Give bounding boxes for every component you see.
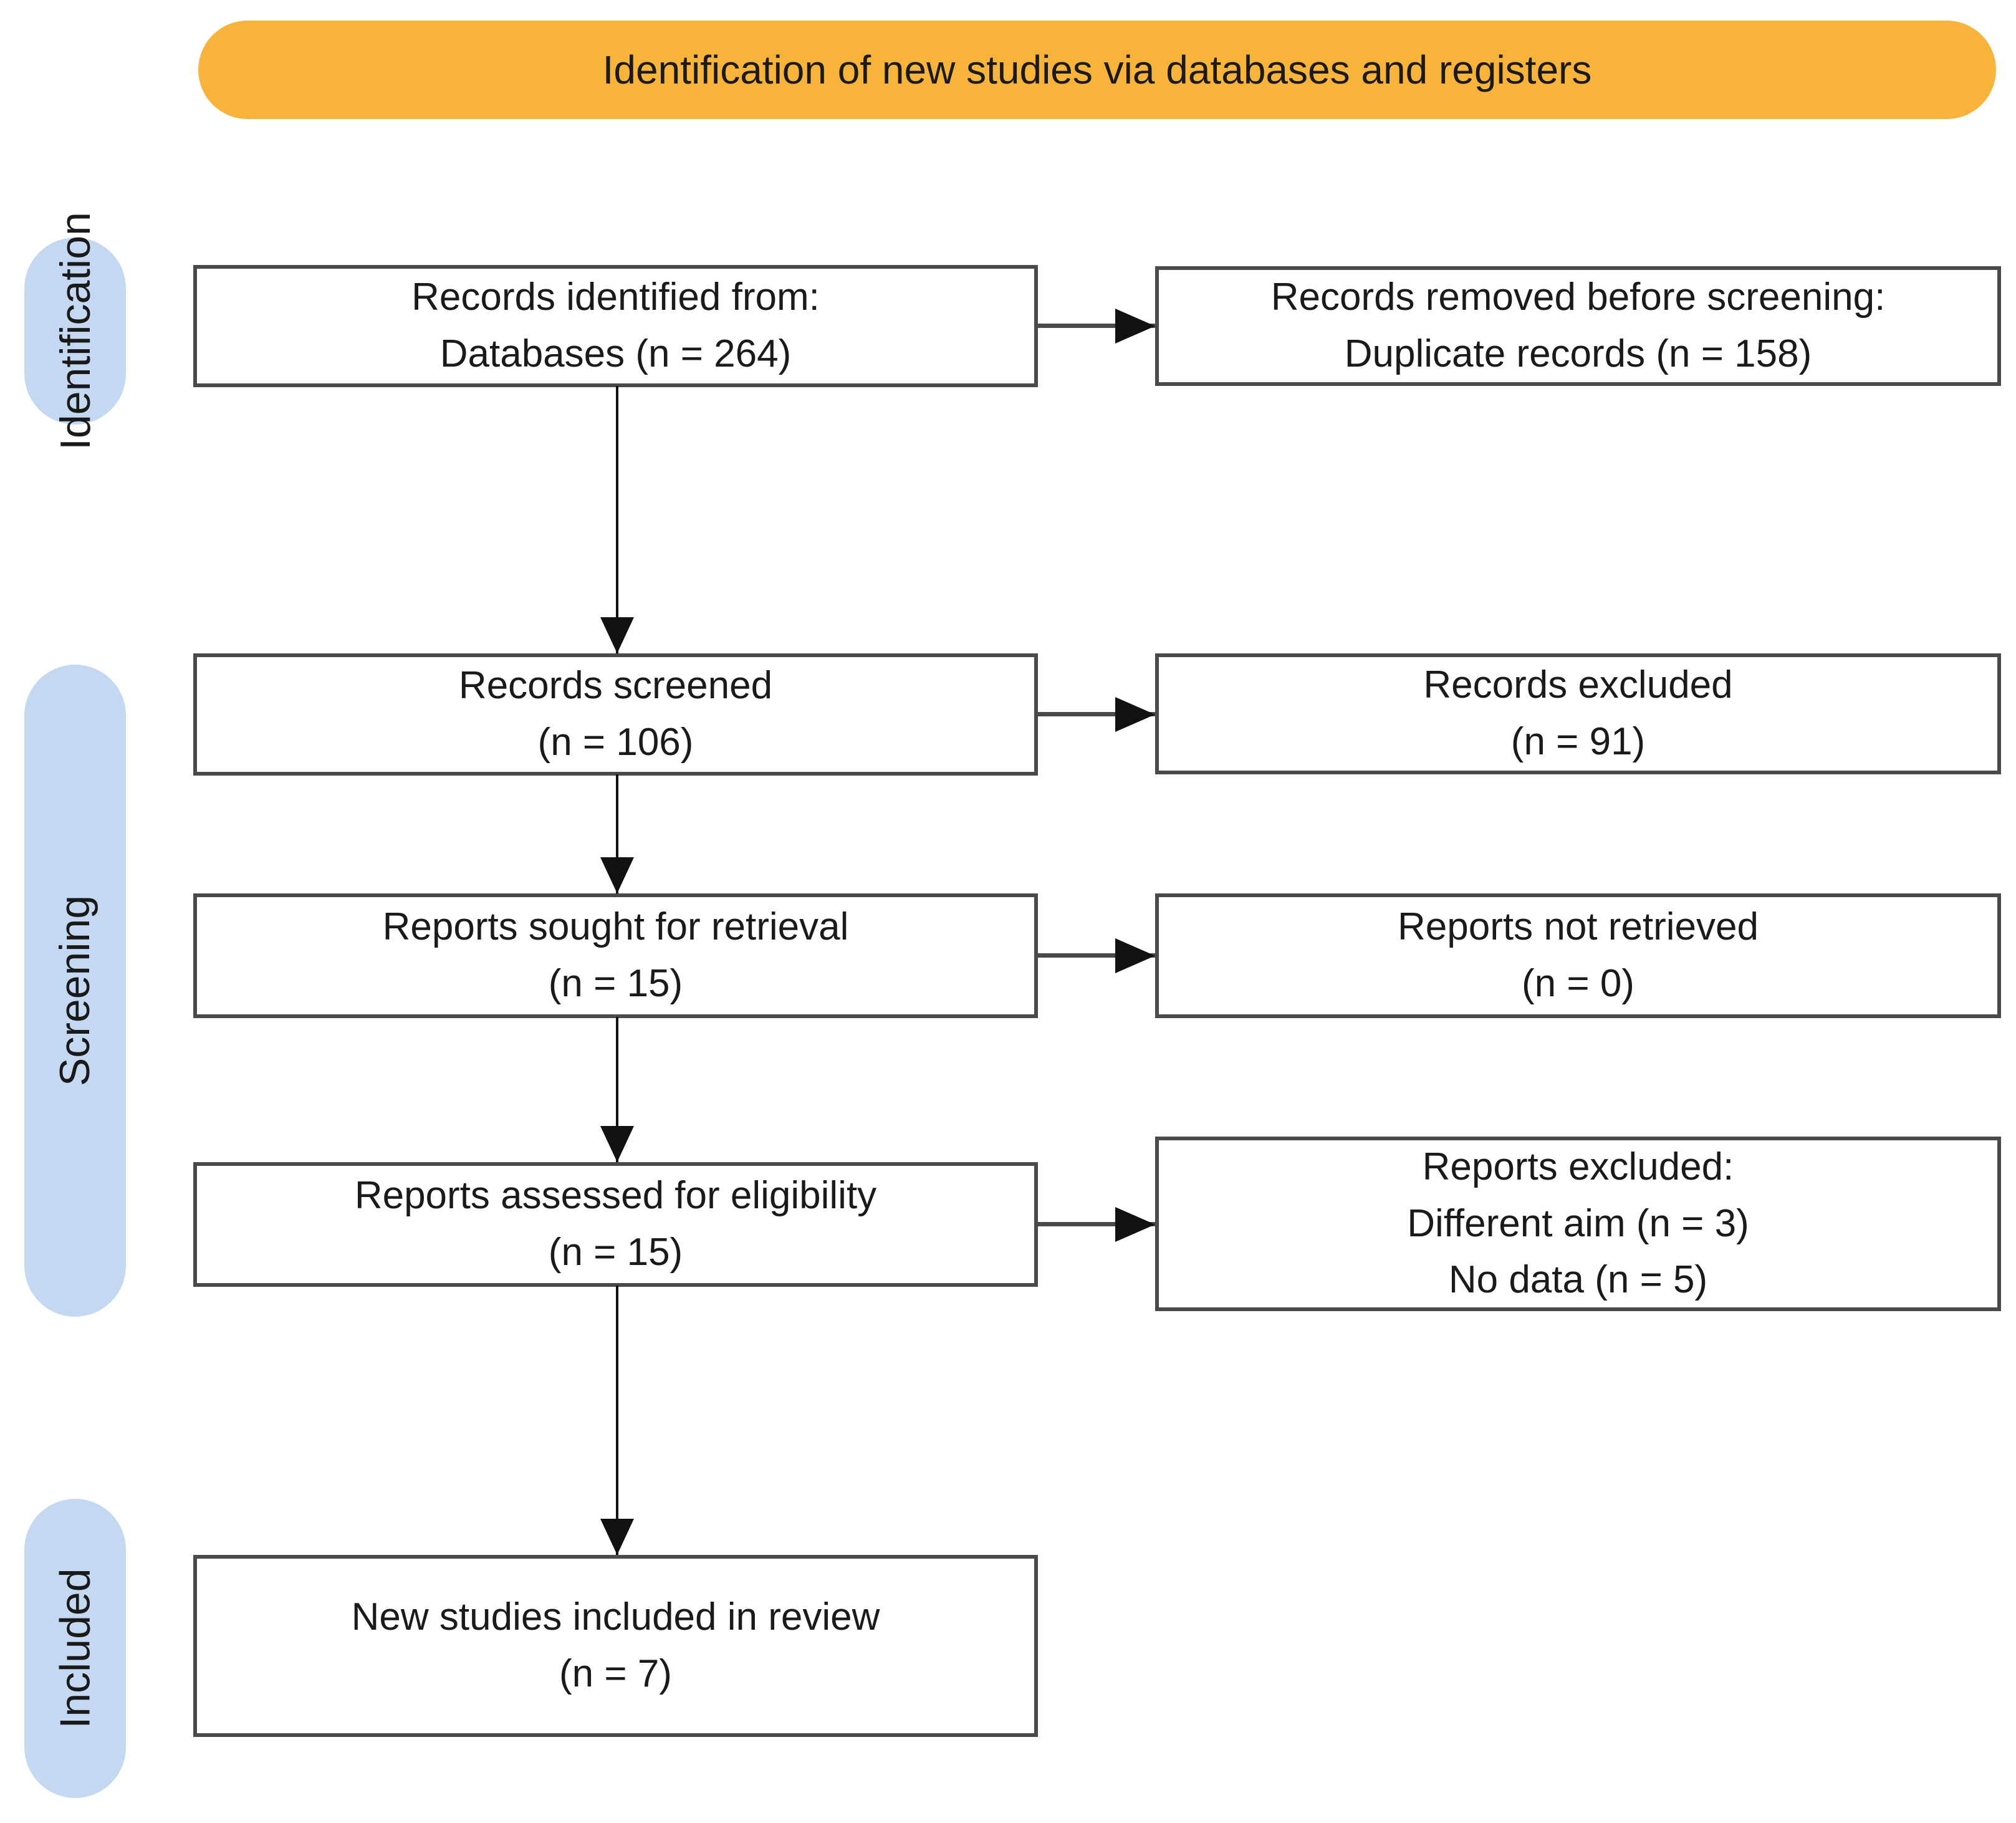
arrow-line — [616, 1017, 618, 1162]
stage-pill-included: Included — [24, 1499, 126, 1798]
box-reports-not-retrieved: Reports not retrieved (n = 0) — [1155, 893, 2001, 1018]
box-reports-excluded: Reports excluded: Different aim (n = 3) … — [1155, 1137, 2001, 1311]
arrow-right-icon — [1115, 309, 1155, 344]
stage-label-identification: Identification — [51, 212, 99, 450]
arrow-line — [1037, 324, 1155, 328]
box-reports-sought: Reports sought for retrieval (n = 15) — [193, 893, 1038, 1018]
banner-identification-via-databases: Identification of new studies via databa… — [198, 21, 1996, 119]
arrow-down-icon — [600, 1519, 634, 1555]
box-records-screened: Records screened (n = 106) — [193, 653, 1038, 776]
stage-pill-screening: Screening — [24, 665, 126, 1317]
arrow-down-icon — [600, 857, 634, 893]
arrow-right-icon — [1115, 697, 1155, 732]
arrow-down-icon — [600, 1126, 634, 1162]
box-new-studies-included: New studies included in review (n = 7) — [193, 1555, 1038, 1737]
box-records-removed: Records removed before screening: Duplic… — [1155, 266, 2001, 386]
arrow-line — [1037, 1222, 1155, 1226]
arrow-right-icon — [1115, 938, 1155, 973]
box-records-excluded: Records excluded (n = 91) — [1155, 653, 2001, 774]
arrow-right-icon — [1115, 1207, 1155, 1242]
arrow-line — [1037, 712, 1155, 716]
arrow-line — [1037, 953, 1155, 958]
stage-pill-identification: Identification — [24, 212, 126, 450]
arrow-line — [616, 1286, 618, 1555]
arrow-line — [616, 774, 618, 893]
box-records-identified: Records identified from: Databases (n = … — [193, 265, 1038, 387]
stage-label-screening: Screening — [51, 895, 99, 1087]
box-reports-assessed: Reports assessed for eligibility (n = 15… — [193, 1162, 1038, 1287]
stage-label-included: Included — [51, 1568, 99, 1729]
arrow-down-icon — [600, 617, 634, 653]
arrow-line — [616, 386, 618, 653]
banner-label: Identification of new studies via databa… — [602, 47, 1592, 92]
